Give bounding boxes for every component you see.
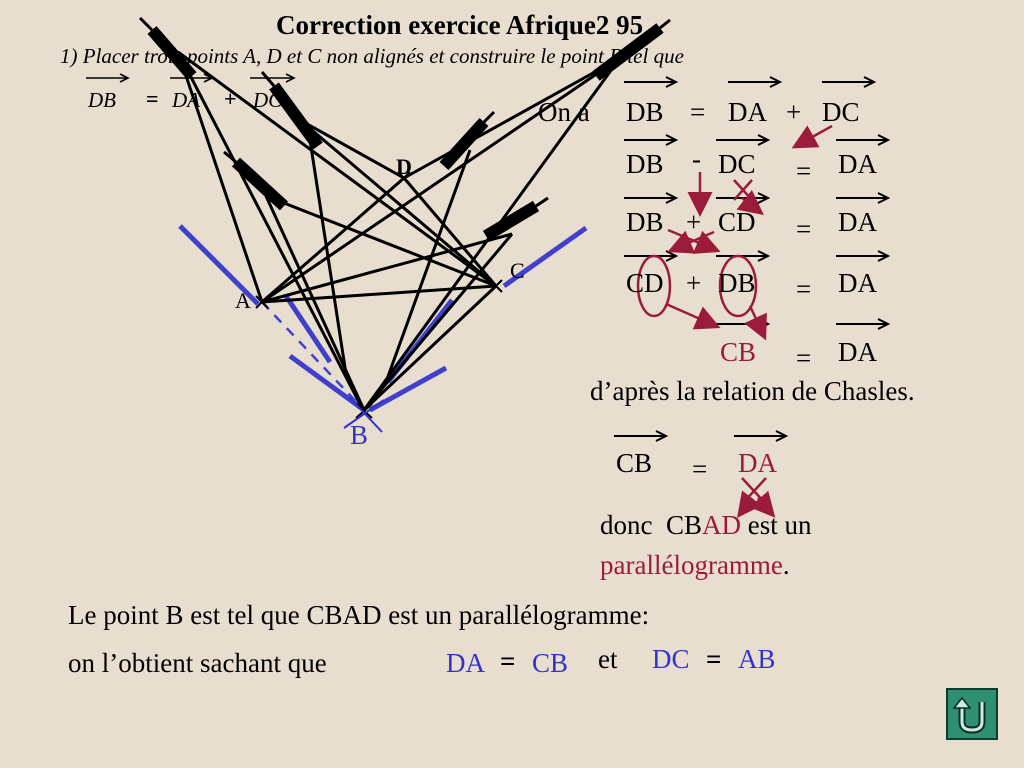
d4-eq: =: [796, 274, 812, 304]
d4-op: +: [686, 268, 702, 298]
eq1-a: DA: [446, 648, 485, 678]
d3-a: DB: [626, 207, 664, 237]
d1-op: +: [786, 97, 802, 127]
given-eq: =: [146, 86, 159, 111]
construction-lines: [176, 50, 622, 412]
d2-a: DB: [626, 149, 664, 179]
thin-pencil-tips: [138, 16, 671, 208]
d3-c: DA: [838, 207, 877, 237]
d1-c: DC: [822, 97, 860, 127]
bottom-line2: on l’obtient sachant que: [68, 648, 327, 678]
point-c-label: C: [510, 258, 525, 283]
conclusion-shape: parallélogramme: [600, 550, 783, 580]
thick-pencil-strokes: [147, 23, 664, 242]
d4-a: CD: [626, 268, 664, 298]
d1-a: DB: [626, 97, 664, 127]
et-text: et: [598, 644, 618, 674]
point-markers: [255, 171, 503, 419]
derivation-prefix: On a: [538, 97, 590, 127]
point-b-label: B: [350, 420, 369, 450]
derivation-annotations: [636, 124, 833, 518]
chasles-text: d’après la relation de Chasles.: [590, 376, 915, 406]
page-title: Correction exercice Afrique2 95: [276, 10, 644, 40]
d2-eq: =: [796, 156, 812, 186]
d6-c: DA: [738, 448, 777, 478]
eq2-a: DC: [652, 644, 690, 674]
given-v1: DB: [88, 88, 116, 112]
d5-eq: =: [796, 343, 812, 373]
return-button[interactable]: [946, 688, 998, 740]
d2-op: -: [692, 144, 701, 174]
conclusion-dot: .: [782, 550, 790, 580]
d5-c: DA: [838, 337, 877, 367]
conclusion-line: donc CBAD est un: [600, 510, 812, 541]
conclusion-donc: donc: [600, 510, 653, 540]
eq1-b: CB: [532, 648, 569, 678]
d5-a: CB: [720, 337, 757, 367]
point-d-label: D: [396, 154, 412, 179]
d1-eq: =: [690, 97, 706, 127]
d2-b: DC: [718, 149, 756, 179]
bottom-line1: Le point B est tel que CBAD est un paral…: [68, 600, 650, 630]
d3-eq: =: [796, 214, 812, 244]
d4-c: DA: [838, 268, 877, 298]
d4-b: DB: [718, 268, 756, 298]
conclusion-shape-line: parallélogramme.: [600, 550, 790, 581]
u-turn-return-icon: [952, 696, 986, 734]
eq2-b: AB: [738, 644, 776, 674]
conclusion-ad: AD: [702, 510, 742, 540]
d6-a: CB: [616, 448, 653, 478]
point-a-label: A: [235, 288, 251, 313]
eq2-eq: =: [706, 644, 722, 674]
d1-b: DA: [728, 97, 767, 127]
conclusion-rest: est un: [747, 510, 812, 540]
d3-b: CD: [718, 207, 756, 237]
point-b-marker: [343, 397, 385, 433]
d6-eq: =: [692, 454, 708, 484]
eq1-eq: =: [500, 646, 516, 676]
d2-c: DA: [838, 149, 877, 179]
d3-op: +: [686, 207, 702, 237]
conclusion-cb: CB: [665, 510, 703, 540]
